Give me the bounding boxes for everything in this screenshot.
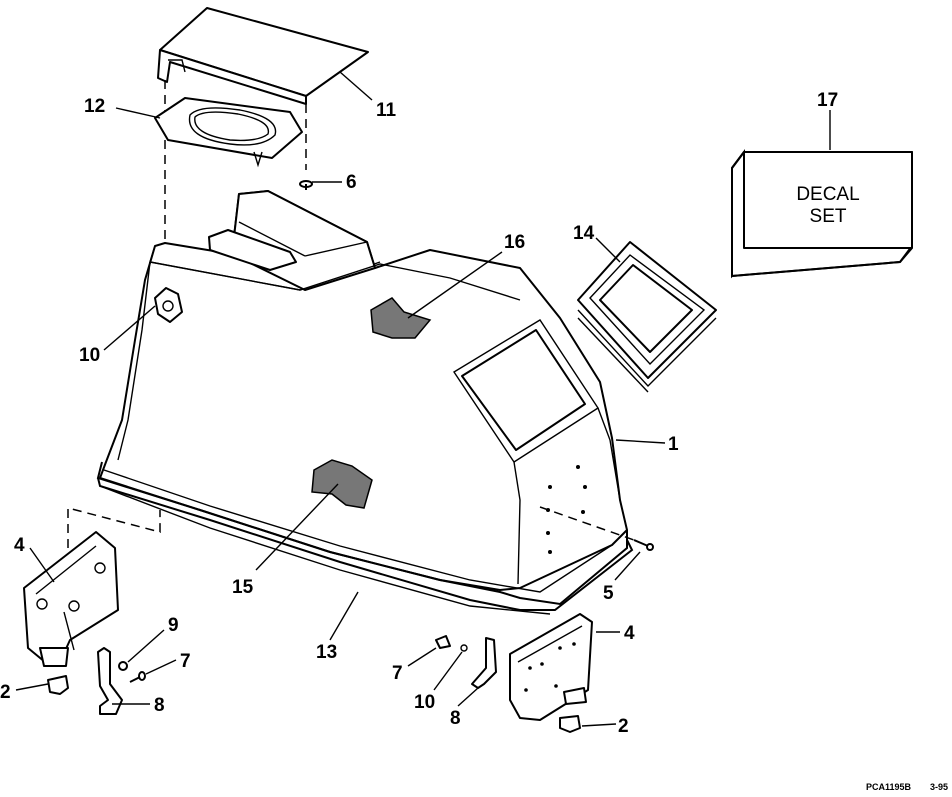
frame-pad-14: [577, 241, 717, 393]
callout-13: 13: [316, 642, 337, 663]
decal-set-box: DECAL SET: [731, 149, 913, 279]
callout-12: 12: [84, 96, 105, 117]
screw-7-left: [129, 671, 146, 683]
callout-4-right: 4: [624, 623, 635, 644]
screw-5: [633, 539, 654, 551]
drawing-date: 3-95: [930, 782, 948, 792]
air-grille-retainer: [154, 97, 303, 168]
lower-seal: [96, 461, 634, 615]
pad-15: [311, 459, 373, 509]
callout-10-top: 10: [79, 345, 100, 366]
callout-6: 6: [346, 172, 357, 193]
screw-7-right: [435, 635, 451, 649]
callout-8-left: 8: [154, 695, 165, 716]
bumper-2-right: [559, 715, 581, 733]
callout-2-right: 2: [618, 716, 629, 737]
callout-8-right: 8: [450, 708, 461, 729]
callout-4-left: 4: [14, 535, 25, 556]
washer-9: [118, 661, 128, 671]
washer-10: [460, 644, 468, 652]
screw-6: [299, 180, 313, 190]
decal-line-1: DECAL: [796, 184, 859, 205]
callout-7-right: 7: [392, 663, 403, 684]
decal-line-2: SET: [810, 206, 847, 227]
mount-bracket-left: [23, 531, 119, 667]
strap-bracket-8-right: [471, 637, 497, 689]
strap-bracket-8-left: [97, 647, 123, 715]
mount-bracket-right: [509, 613, 593, 721]
callout-numbers: 11 12 6 17 16 14 10 1 15 5 13 4 4 2 2 9 …: [0, 90, 838, 737]
callout-5: 5: [603, 583, 614, 604]
callout-10-bottom: 10: [414, 692, 435, 713]
callout-1: 1: [668, 434, 679, 455]
top-cover-panel: [157, 7, 369, 105]
vent-holes: [546, 465, 587, 554]
callout-2-left: 2: [0, 682, 11, 703]
callout-11: 11: [376, 100, 397, 121]
latch-10: [154, 287, 183, 323]
callout-15: 15: [232, 577, 254, 598]
bumper-2-left: [47, 675, 69, 695]
callout-9: 9: [168, 615, 179, 636]
callout-16: 16: [504, 232, 525, 253]
drawing-code: PCA1195B: [866, 782, 912, 792]
callout-14: 14: [573, 223, 595, 244]
motor-cover: [99, 190, 628, 591]
callout-17: 17: [817, 90, 838, 111]
pad-16: [370, 297, 432, 339]
leader-lines: [15, 71, 831, 727]
callout-7-left: 7: [180, 651, 191, 672]
